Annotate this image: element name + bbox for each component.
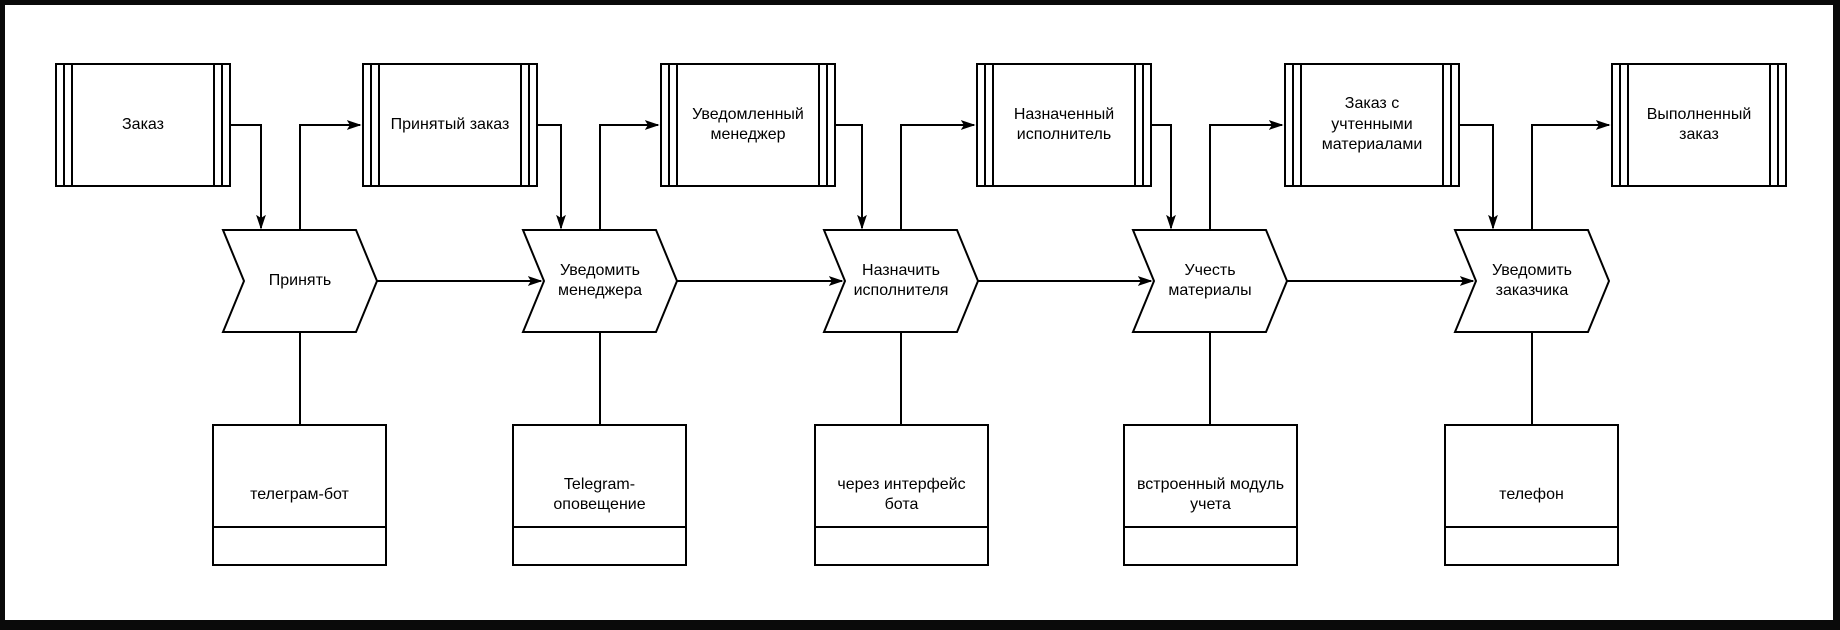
mechanism-footer-band [214,526,385,564]
mechanism-footer-band [1446,526,1617,564]
mechanism-footer-band [1125,526,1296,564]
mechanism-label: телеграм-бот [250,485,349,503]
mechanism-node-bot-interface: через интерфейс бота [814,424,989,566]
document-label: Назначенный исполнитель [1013,105,1115,143]
connector-doc3-to-fn3 [836,124,862,228]
mechanism-label: встроенный модуль учета [1136,475,1285,513]
document-node-order: Заказ [55,63,231,187]
connectors [231,125,1609,424]
document-label: Заказ [122,115,164,133]
connector-fn1-to-doc2 [299,125,360,230]
document-label: Выполненный заказ [1646,105,1752,143]
function-shape-1 [221,229,379,333]
connector-fn3-to-doc4 [900,125,974,230]
connector-doc2-to-fn2 [538,124,561,228]
function-shape-5 [1453,229,1611,333]
document-label: Уведомленный менеджер [692,105,804,143]
function-label: Назначить исполнителя [853,261,949,299]
document-node-assigned-executor: Назначенный исполнитель [976,63,1152,187]
connector-doc1-to-fn1 [231,124,261,228]
function-label: Уведомить заказчика [1492,261,1572,299]
mechanism-footer-band [816,526,987,564]
mechanism-node-phone: телефон [1444,424,1619,566]
connector-doc4-to-fn4 [1152,124,1171,228]
function-node-account-materials: Учесть материалы [1154,230,1266,332]
mechanism-label: Telegram-оповещение [553,475,646,513]
connector-fn4-to-doc5 [1209,125,1282,230]
mechanism-node-telegram-notification: Telegram-оповещение [512,424,687,566]
document-node-notified-manager: Уведомленный менеджер [660,63,836,187]
function-shape-2 [521,229,679,333]
function-node-assign-executor: Назначить исполнителя [845,230,957,332]
function-shape-3 [822,229,980,333]
connector-fn2-to-doc3 [599,125,658,230]
document-node-completed-order: Выполненный заказ [1611,63,1787,187]
function-shape-4 [1131,229,1289,333]
function-node-notify-customer: Уведомить заказчика [1476,230,1588,332]
function-label: Учесть материалы [1168,261,1252,299]
mechanism-node-accounting-module: встроенный модуль учета [1123,424,1298,566]
document-label: Заказ с учтенными материалами [1321,95,1423,154]
mechanism-label: телефон [1499,485,1564,503]
mechanism-node-telegram-bot: телеграм-бот [212,424,387,566]
function-label: Уведомить менеджера [557,261,642,299]
function-label: Принять [268,271,332,289]
function-node-notify-manager: Уведомить менеджера [544,230,656,332]
document-node-order-with-materials: Заказ с учтенными материалами [1284,63,1460,187]
connector-doc5-to-fn5 [1460,124,1493,228]
document-node-accepted-order: Принятый заказ [362,63,538,187]
function-shapes [221,229,1611,333]
mechanism-footer-band [514,526,685,564]
document-label: Принятый заказ [390,115,510,133]
mechanism-label: через интерфейс бота [837,475,966,513]
connector-fn5-to-doc6 [1531,125,1609,230]
function-node-accept: Принять [244,230,356,332]
